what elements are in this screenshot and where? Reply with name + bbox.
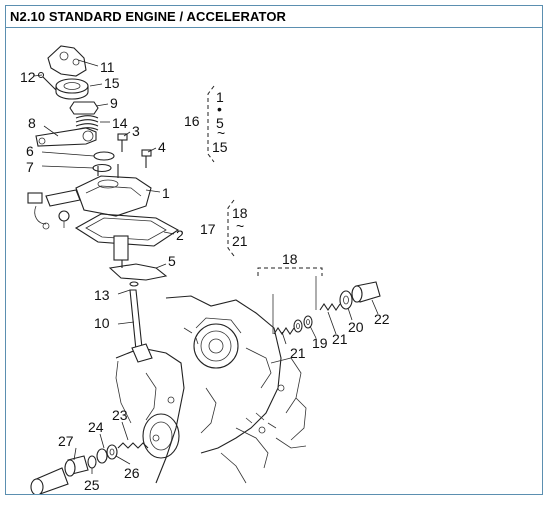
callout-6: 6 (26, 143, 34, 159)
callout-19: 19 (312, 335, 328, 351)
right-hardware (272, 276, 381, 335)
callout-14: 14 (112, 115, 128, 131)
callout-8: 8 (28, 115, 36, 131)
callout-10: 10 (94, 315, 110, 331)
callout-16: 16 (184, 113, 200, 129)
callout-13: 13 (94, 287, 110, 303)
callout-7: 7 (26, 159, 34, 175)
gasket (74, 213, 180, 247)
callout-11: 11 (100, 59, 115, 75)
engine-block (115, 295, 307, 484)
callout-24: 24 (88, 419, 104, 435)
group16-mid: 5 (216, 115, 224, 131)
page-title: N2.10 STANDARD ENGINE / ACCELERATOR (10, 9, 287, 24)
callout-1: 1 (162, 185, 170, 201)
callout-3: 3 (132, 123, 140, 139)
callout-25: 25 (84, 477, 100, 493)
group16-tilde: ~ (217, 125, 225, 141)
callout-23: 23 (112, 407, 128, 423)
lower-left-hardware (30, 442, 149, 494)
callout-20: 20 (348, 319, 364, 335)
group17-tilde: ~ (236, 218, 244, 234)
group-brackets (207, 85, 323, 276)
group17-top: 18 (232, 205, 248, 221)
callout-5: 5 (168, 253, 176, 269)
callout-2: 2 (176, 227, 184, 243)
leader-lines (33, 59, 379, 474)
group16-dot: • (217, 101, 222, 117)
callout-15: 15 (104, 75, 120, 91)
exploded-parts-diagram: 11 15 9 14 12 8 3 4 6 7 1 2 5 13 10 16 1… (20, 45, 390, 494)
callout-26: 26 (124, 465, 140, 481)
callout-12: 12 (20, 69, 36, 85)
callout-21-lower: 21 (290, 345, 306, 361)
throttle-head-assembly (37, 45, 99, 131)
callout-27: 27 (58, 433, 74, 449)
accelerator-housing (27, 164, 152, 230)
group16-top: 1 (216, 89, 224, 105)
callout-4: 4 (158, 139, 166, 155)
callout-17: 17 (200, 221, 216, 237)
throttle-shaft (108, 235, 168, 363)
diagram-panel: N2.10 STANDARD ENGINE / ACCELERATOR (5, 5, 543, 495)
group16-bottom: 15 (212, 139, 228, 155)
callout-22: 22 (374, 311, 390, 327)
callout-9: 9 (110, 95, 118, 111)
group17-bottom: 21 (232, 233, 248, 249)
callout-21-upper: 21 (332, 331, 348, 347)
title-bar: N2.10 STANDARD ENGINE / ACCELERATOR (6, 6, 542, 28)
callout-numbers: 11 15 9 14 12 8 3 4 6 7 1 2 5 13 10 16 1… (20, 59, 390, 493)
callout-18: 18 (282, 251, 298, 267)
